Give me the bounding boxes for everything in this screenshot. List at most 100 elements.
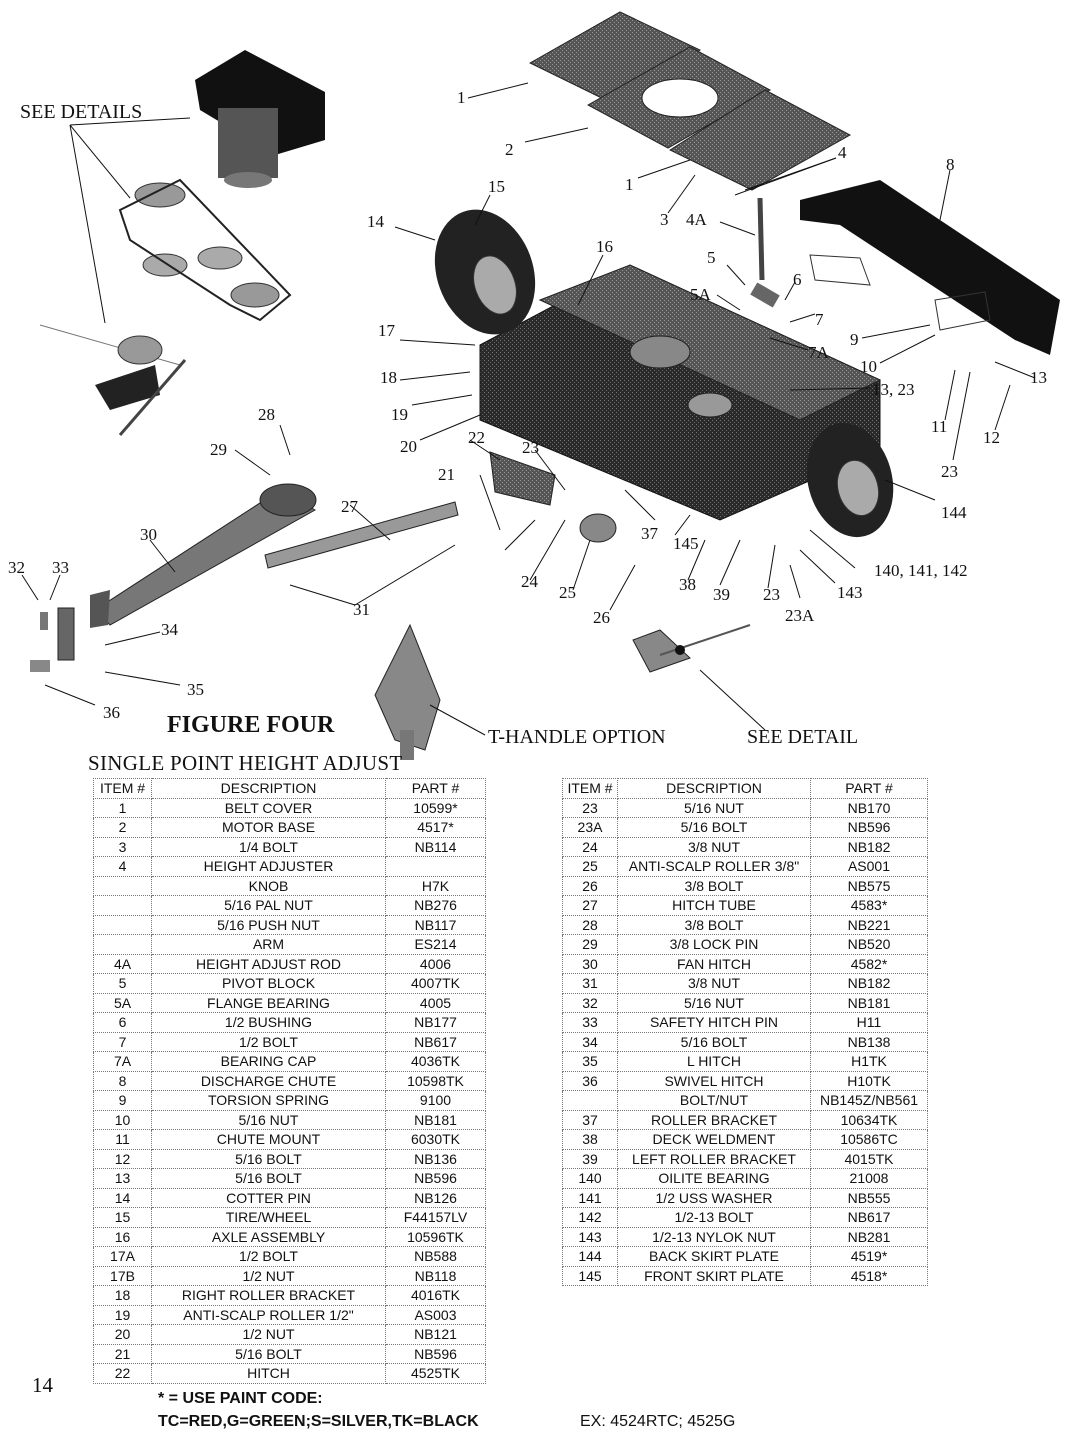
callout: 15: [488, 177, 505, 196]
item-number-cell: 8: [93, 1070, 152, 1091]
part-number-cell: NB136: [385, 1148, 486, 1169]
description-cell: FAN HITCH: [617, 953, 811, 974]
callout: 26: [593, 608, 610, 627]
column-header: DESCRIPTION: [617, 778, 811, 799]
description-cell: 1/2-13 BOLT: [617, 1207, 811, 1228]
column-header: PART #: [810, 778, 928, 799]
item-number-cell: 17A: [93, 1246, 152, 1267]
hitch-tube: [264, 501, 459, 569]
part-number-cell: NB555: [810, 1187, 928, 1208]
description-cell: 1/2-13 NYLOK NUT: [617, 1226, 811, 1247]
item-number-cell: 141: [562, 1187, 618, 1208]
callout: 33: [52, 558, 69, 577]
part-number-cell: NB145Z/NB561: [810, 1090, 928, 1111]
part-number-cell: 4007TK: [385, 973, 486, 994]
part-number-cell: NB117: [385, 914, 486, 935]
item-number-cell: 140: [562, 1168, 618, 1189]
anti-scalp-roller: [579, 513, 617, 543]
part-number-cell: 4519*: [810, 1246, 928, 1267]
belt-cover-top: [528, 11, 702, 104]
item-number-cell: 15: [93, 1207, 152, 1228]
item-number-cell: 32: [562, 992, 618, 1013]
description-cell: 5/16 NUT: [151, 1109, 386, 1130]
callout: 144: [941, 503, 967, 522]
belt-drive-assembly: [118, 178, 292, 322]
item-number-cell: 36: [562, 1070, 618, 1091]
part-number-cell: NB281: [810, 1226, 928, 1247]
callout: 28: [258, 405, 275, 424]
description-cell: 1/2 NUT: [151, 1265, 386, 1286]
page-number: 14: [32, 1373, 53, 1397]
part-number-cell: 4006: [385, 953, 486, 974]
callout: 11: [931, 417, 948, 436]
part-number-cell: NB520: [810, 934, 928, 955]
item-number-cell: 17B: [93, 1265, 152, 1286]
description-cell: 5/16 BOLT: [151, 1148, 386, 1169]
callout: 140, 141, 142: [874, 561, 968, 580]
item-number-cell: 143: [562, 1226, 618, 1247]
t-handle-option-label: T-HANDLE OPTION: [488, 726, 666, 748]
column-header: PART #: [385, 778, 486, 799]
part-number-cell: 6030TK: [385, 1129, 486, 1150]
description-cell: FRONT SKIRT PLATE: [617, 1265, 811, 1286]
item-number-cell: 18: [93, 1285, 152, 1306]
callout: 12: [983, 428, 1000, 447]
description-cell: BELT COVER: [151, 797, 386, 818]
callout: 38: [679, 575, 696, 594]
t-handle-option: [632, 624, 751, 673]
callout: 29: [210, 440, 227, 459]
callout: 145: [673, 534, 699, 553]
callout: 4: [838, 143, 847, 162]
deck-weldment: [479, 264, 882, 521]
item-number-cell: 142: [562, 1207, 618, 1228]
leader-lines: [21, 82, 1036, 736]
part-number-cell: NB126: [385, 1187, 486, 1208]
part-number-cell: H11: [810, 1012, 928, 1033]
description-cell: 3/8 NUT: [617, 973, 811, 994]
description-cell: SAFETY HITCH PIN: [617, 1012, 811, 1033]
description-cell: DISCHARGE CHUTE: [151, 1070, 386, 1091]
part-number-cell: 21008: [810, 1168, 928, 1189]
part-number-cell: NB170: [810, 797, 928, 818]
item-number-cell: 1: [93, 797, 152, 818]
item-number-cell: 22: [93, 1363, 152, 1384]
item-number-cell: 23A: [562, 817, 618, 838]
item-number-cell: 23: [562, 797, 618, 818]
column-header: ITEM #: [562, 778, 618, 799]
callout: 143: [837, 583, 863, 602]
description-cell: 5/16 NUT: [617, 992, 811, 1013]
callout: 20: [400, 437, 417, 456]
description-cell: ANTI-SCALP ROLLER 3/8": [617, 856, 811, 877]
callout: 24: [521, 572, 538, 591]
item-number-cell: 21: [93, 1343, 152, 1364]
callout: 18: [380, 368, 397, 387]
callout: 14: [367, 212, 384, 231]
part-number-cell: AS001: [810, 856, 928, 877]
l-hitch-swivel: [30, 607, 75, 672]
figure-subtitle: SINGLE POINT HEIGHT ADJUST: [88, 751, 403, 775]
engine: [195, 50, 325, 188]
description-cell: 5/16 BOLT: [151, 1168, 386, 1189]
hitch-plate: [489, 451, 556, 506]
callout: 7: [815, 310, 824, 329]
part-number-cell: NB617: [385, 1031, 486, 1052]
part-number-cell: 9100: [385, 1090, 486, 1111]
item-number-cell: 29: [562, 934, 618, 955]
description-cell: 5/16 BOLT: [617, 1031, 811, 1052]
description-cell: ARM: [151, 934, 386, 955]
